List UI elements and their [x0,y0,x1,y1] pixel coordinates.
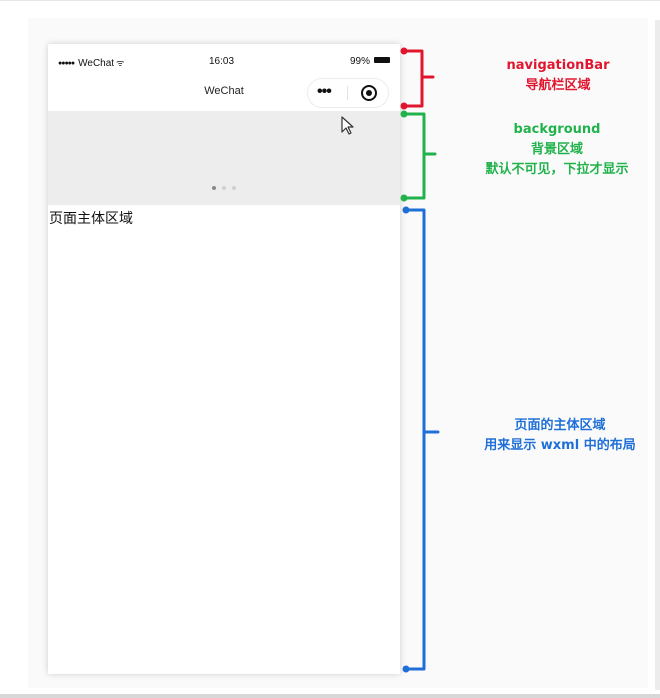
page-main-region: 页面主体区域 [48,205,400,674]
main-annotation-line2: 用来显示 wxml 中的布局 [484,438,636,453]
frame-top-line [0,0,660,1]
capsule-divider [347,86,348,100]
main-annotation-line1: 页面的主体区域 [514,418,606,433]
nav-annotation-subtitle: 导航栏区域 [525,78,591,93]
close-mini-program-icon[interactable] [361,85,377,101]
loading-dots [48,177,400,195]
frame-bottom-line [0,694,660,698]
main-annotation: 页面的主体区域 用来显示 wxml 中的布局 [440,416,660,456]
signal-icon: ●●●●● [58,60,75,67]
cursor-icon [341,116,354,135]
background-region [48,111,400,205]
main-bracket [402,206,440,673]
loading-dot [232,186,236,190]
mini-program-capsule: ••• [307,78,389,108]
frame-right-edge [655,20,660,690]
more-icon[interactable]: ••• [317,83,332,100]
nav-title: WeChat [204,85,244,97]
status-time: 16:03 [209,56,235,67]
bg-annotation-title: background [513,122,601,137]
status-battery-group: 99% [350,56,390,67]
nav-bracket [400,47,435,110]
loading-dot [212,186,216,190]
bg-annotation-line3: 默认不可见，下拉才显示 [485,162,629,177]
battery-icon [374,57,390,63]
nav-annotation-title: navigationBar [506,58,610,73]
main-region-label: 页面主体区域 [49,211,133,227]
loading-dot [222,186,226,190]
wifi-icon: ᯤ [116,58,125,68]
navigation-bar: WeChat ••• [48,78,400,110]
background-annotation: background 背景区域 默认不可见，下拉才显示 [442,120,660,180]
navigation-bar-annotation: navigationBar 导航栏区域 [458,56,658,96]
background-bracket [400,110,437,202]
carrier-label: WeChat [78,58,115,69]
bg-annotation-line2: 背景区域 [530,142,583,157]
battery-percent: 99% [349,56,370,67]
